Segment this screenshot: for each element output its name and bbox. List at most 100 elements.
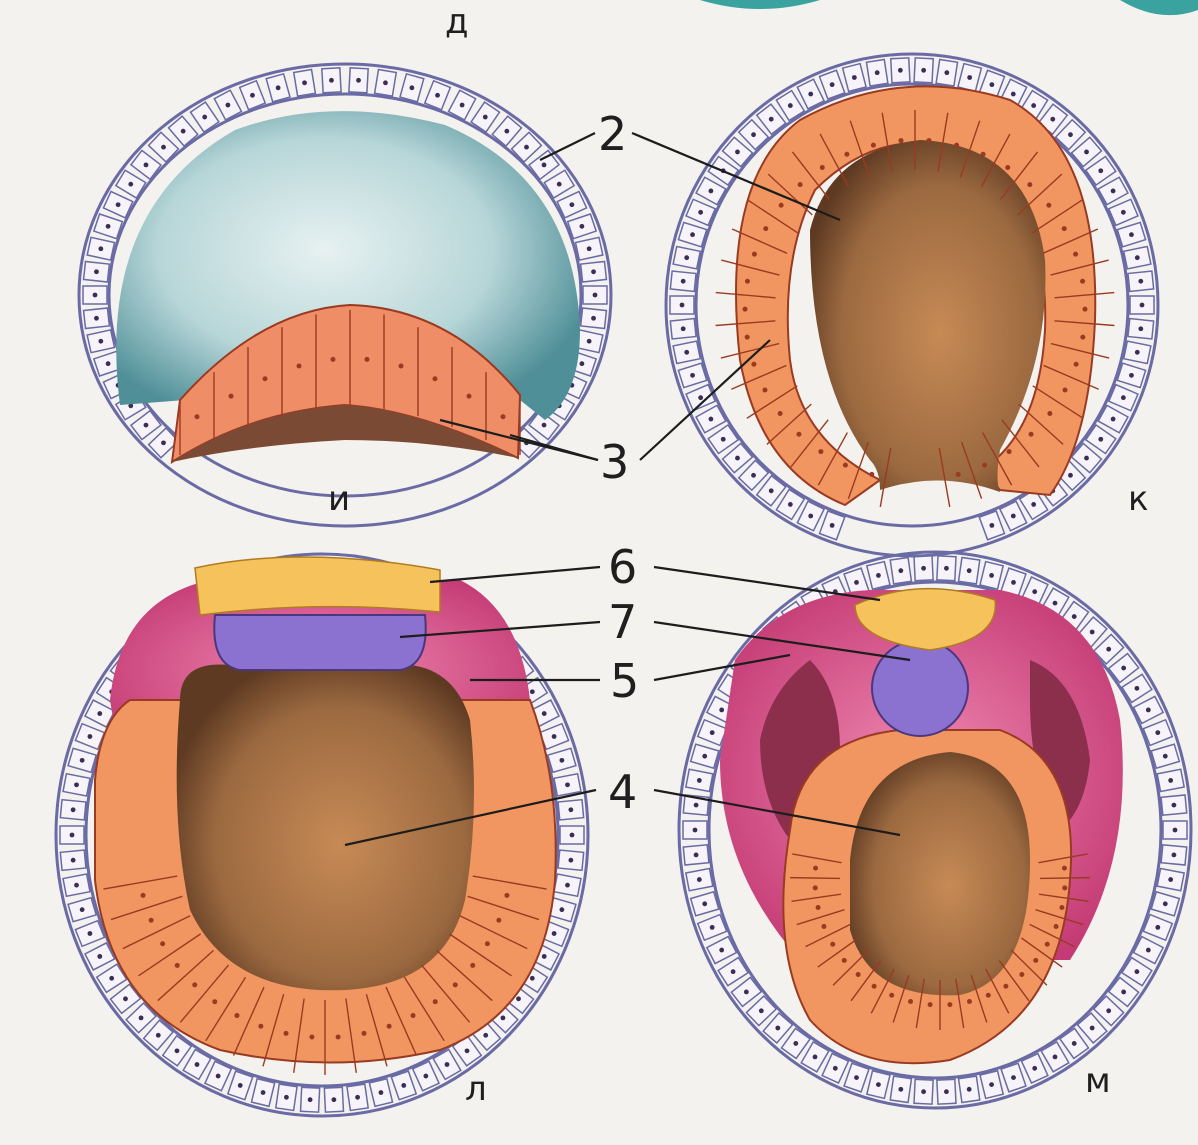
cell-nucleus — [775, 1026, 780, 1031]
cell-nucleus — [694, 853, 699, 858]
cell-nucleus — [331, 357, 336, 362]
cell-nucleus — [88, 931, 93, 936]
cell-nucleus — [735, 150, 740, 155]
cell-nucleus — [98, 246, 103, 251]
cell-nucleus — [569, 202, 574, 207]
cell-nucleus — [1173, 828, 1178, 833]
cell-nucleus — [693, 828, 698, 833]
cell-nucleus — [580, 361, 585, 366]
cell-nucleus — [1082, 307, 1087, 312]
cell-nucleus — [769, 488, 774, 493]
cell-nucleus — [921, 1089, 926, 1094]
cell-nucleus — [1129, 232, 1134, 237]
cell-nucleus — [1090, 630, 1095, 635]
cell-nucleus — [833, 1066, 838, 1071]
cell-nucleus — [821, 924, 826, 929]
cell-nucleus — [141, 893, 146, 898]
cell-nucleus — [195, 1062, 200, 1067]
cell-nucleus — [745, 335, 750, 340]
cell-nucleus — [106, 361, 111, 366]
cell-nucleus — [1172, 803, 1177, 808]
cell-nucleus — [680, 303, 685, 308]
cell-nucleus — [681, 326, 686, 331]
neural-plate-l — [195, 557, 440, 615]
cell-nucleus — [843, 463, 848, 468]
cell-nucleus — [123, 996, 128, 1001]
cell-nucleus — [467, 394, 472, 399]
cell-nucleus — [1011, 580, 1016, 585]
cell-nucleus — [1050, 117, 1055, 122]
cell-nucleus — [702, 901, 707, 906]
cell-nucleus — [1168, 778, 1173, 783]
cell-nucleus — [1155, 730, 1160, 735]
cell-nucleus — [496, 918, 501, 923]
cell-nucleus — [336, 1035, 341, 1040]
cell-nucleus — [926, 138, 931, 143]
panel-letter-m: м — [1085, 1061, 1111, 1101]
cell-nucleus — [542, 423, 547, 428]
cell-nucleus — [1129, 373, 1134, 378]
panel-letter-k: к — [1128, 479, 1149, 519]
callout-7: 7 — [608, 595, 637, 649]
cell-nucleus — [192, 982, 197, 987]
cell-nucleus — [769, 117, 774, 122]
cell-nucleus — [559, 907, 564, 912]
cell-nucleus — [361, 1031, 366, 1036]
cell-nucleus — [1121, 395, 1126, 400]
cell-nucleus — [97, 711, 102, 716]
cell-nucleus — [989, 573, 994, 578]
cell-nucleus — [302, 80, 307, 85]
cell-nucleus — [80, 758, 85, 763]
cell-nucleus — [139, 1015, 144, 1020]
cell-nucleus — [844, 152, 849, 157]
archenteron-k — [810, 140, 1045, 492]
cell-nucleus — [954, 143, 959, 148]
cell-nucleus — [552, 931, 557, 936]
cell-nucleus — [1074, 362, 1079, 367]
cell-nucleus — [1007, 449, 1012, 454]
archenteron-m — [850, 752, 1030, 995]
cell-nucleus — [1098, 168, 1103, 173]
cell-nucleus — [591, 269, 596, 274]
cell-nucleus — [97, 954, 102, 959]
cell-nucleus — [1062, 226, 1067, 231]
cell-nucleus — [752, 252, 757, 257]
panel-k — [666, 54, 1158, 556]
cell-nucleus — [1098, 437, 1103, 442]
cell-nucleus — [735, 456, 740, 461]
cell-nucleus — [744, 990, 749, 995]
cell-nucleus — [401, 1083, 406, 1088]
cell-nucleus — [1121, 210, 1126, 215]
cell-nucleus — [552, 734, 557, 739]
callout-3: 3 — [600, 435, 629, 489]
cell-nucleus — [587, 246, 592, 251]
cell-nucleus — [501, 414, 506, 419]
cell-nucleus — [947, 1002, 952, 1007]
cell-nucleus — [504, 893, 509, 898]
cell-nucleus — [1032, 1066, 1037, 1071]
cell-nucleus — [721, 437, 726, 442]
cell-nucleus — [116, 202, 121, 207]
cell-nucleus — [144, 423, 149, 428]
cell-nucleus — [94, 269, 99, 274]
endoderm-cell-wall — [790, 878, 840, 879]
cell-nucleus — [587, 339, 592, 344]
cell-nucleus — [921, 566, 926, 571]
cell-nucleus — [1163, 754, 1168, 759]
cell-nucleus — [813, 866, 818, 871]
cell-nucleus — [709, 417, 714, 422]
cell-nucleus — [409, 85, 414, 90]
cell-nucleus — [160, 941, 165, 946]
cell-nucleus — [591, 316, 596, 321]
cell-nucleus — [967, 1087, 972, 1092]
cell-nucleus — [710, 925, 715, 930]
cell-nucleus — [433, 999, 438, 1004]
cell-nucleus — [1031, 502, 1036, 507]
cell-nucleus — [74, 782, 79, 787]
cell-nucleus — [98, 339, 103, 344]
cell-nucleus — [261, 1090, 266, 1095]
cell-nucleus — [501, 1015, 506, 1020]
cell-nucleus — [94, 316, 99, 321]
cell-nucleus — [854, 1075, 859, 1080]
cell-nucleus — [690, 373, 695, 378]
